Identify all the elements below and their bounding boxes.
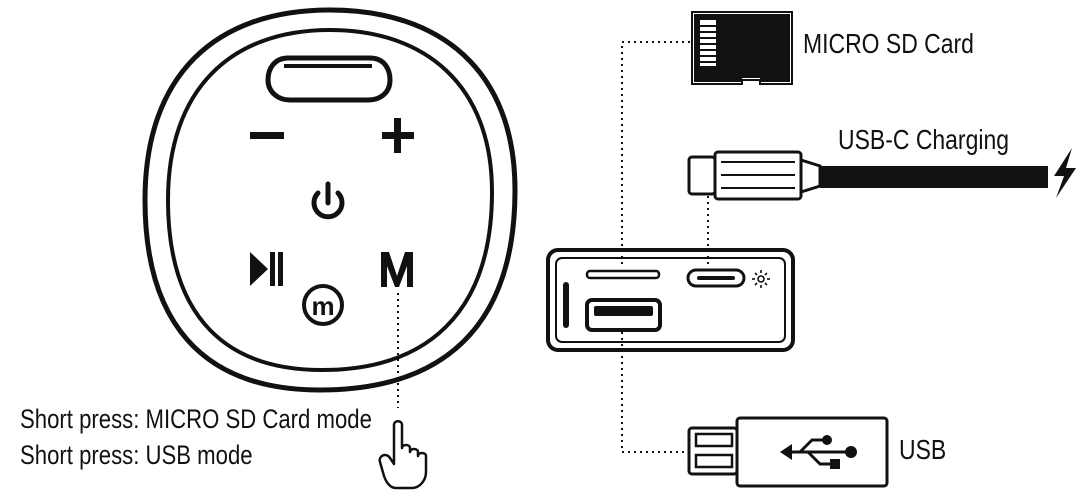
svg-text:m: m <box>311 291 334 321</box>
power-icon[interactable] <box>311 181 345 220</box>
led-indicator-icon <box>752 270 770 288</box>
mode-m-icon[interactable] <box>381 252 413 287</box>
usb-symbol-icon <box>780 435 857 469</box>
usb-c-plug-icon <box>687 150 1048 201</box>
micro-sd-card-icon <box>691 11 793 85</box>
brand-logo-icon: m <box>302 284 344 326</box>
micro-sd-card-label: MICRO SD Card <box>803 28 974 59</box>
usb-c-port[interactable] <box>686 268 746 288</box>
short-press-sd-label: Short press: MICRO SD Card mode <box>20 404 372 434</box>
panel-slot-bar <box>563 282 569 328</box>
hand-pointer-icon <box>378 420 428 490</box>
usb-a-port[interactable] <box>585 298 662 332</box>
volume-minus-icon[interactable] <box>250 132 284 139</box>
sd-leader-line <box>621 41 690 268</box>
usb-label: USB <box>899 434 947 465</box>
micro-sd-slot[interactable] <box>585 269 661 280</box>
usb-c-charging-label: USB-C Charging <box>838 124 1009 155</box>
usb-leader-line <box>621 332 686 453</box>
speaker-top-panel <box>142 7 518 393</box>
lightning-icon <box>1054 148 1076 198</box>
play-pause-icon[interactable] <box>250 252 283 286</box>
port-panel <box>546 248 795 352</box>
strap-handle <box>265 55 393 103</box>
short-press-usb-label: Short press: USB mode <box>20 440 253 470</box>
volume-plus-icon[interactable] <box>382 118 414 153</box>
